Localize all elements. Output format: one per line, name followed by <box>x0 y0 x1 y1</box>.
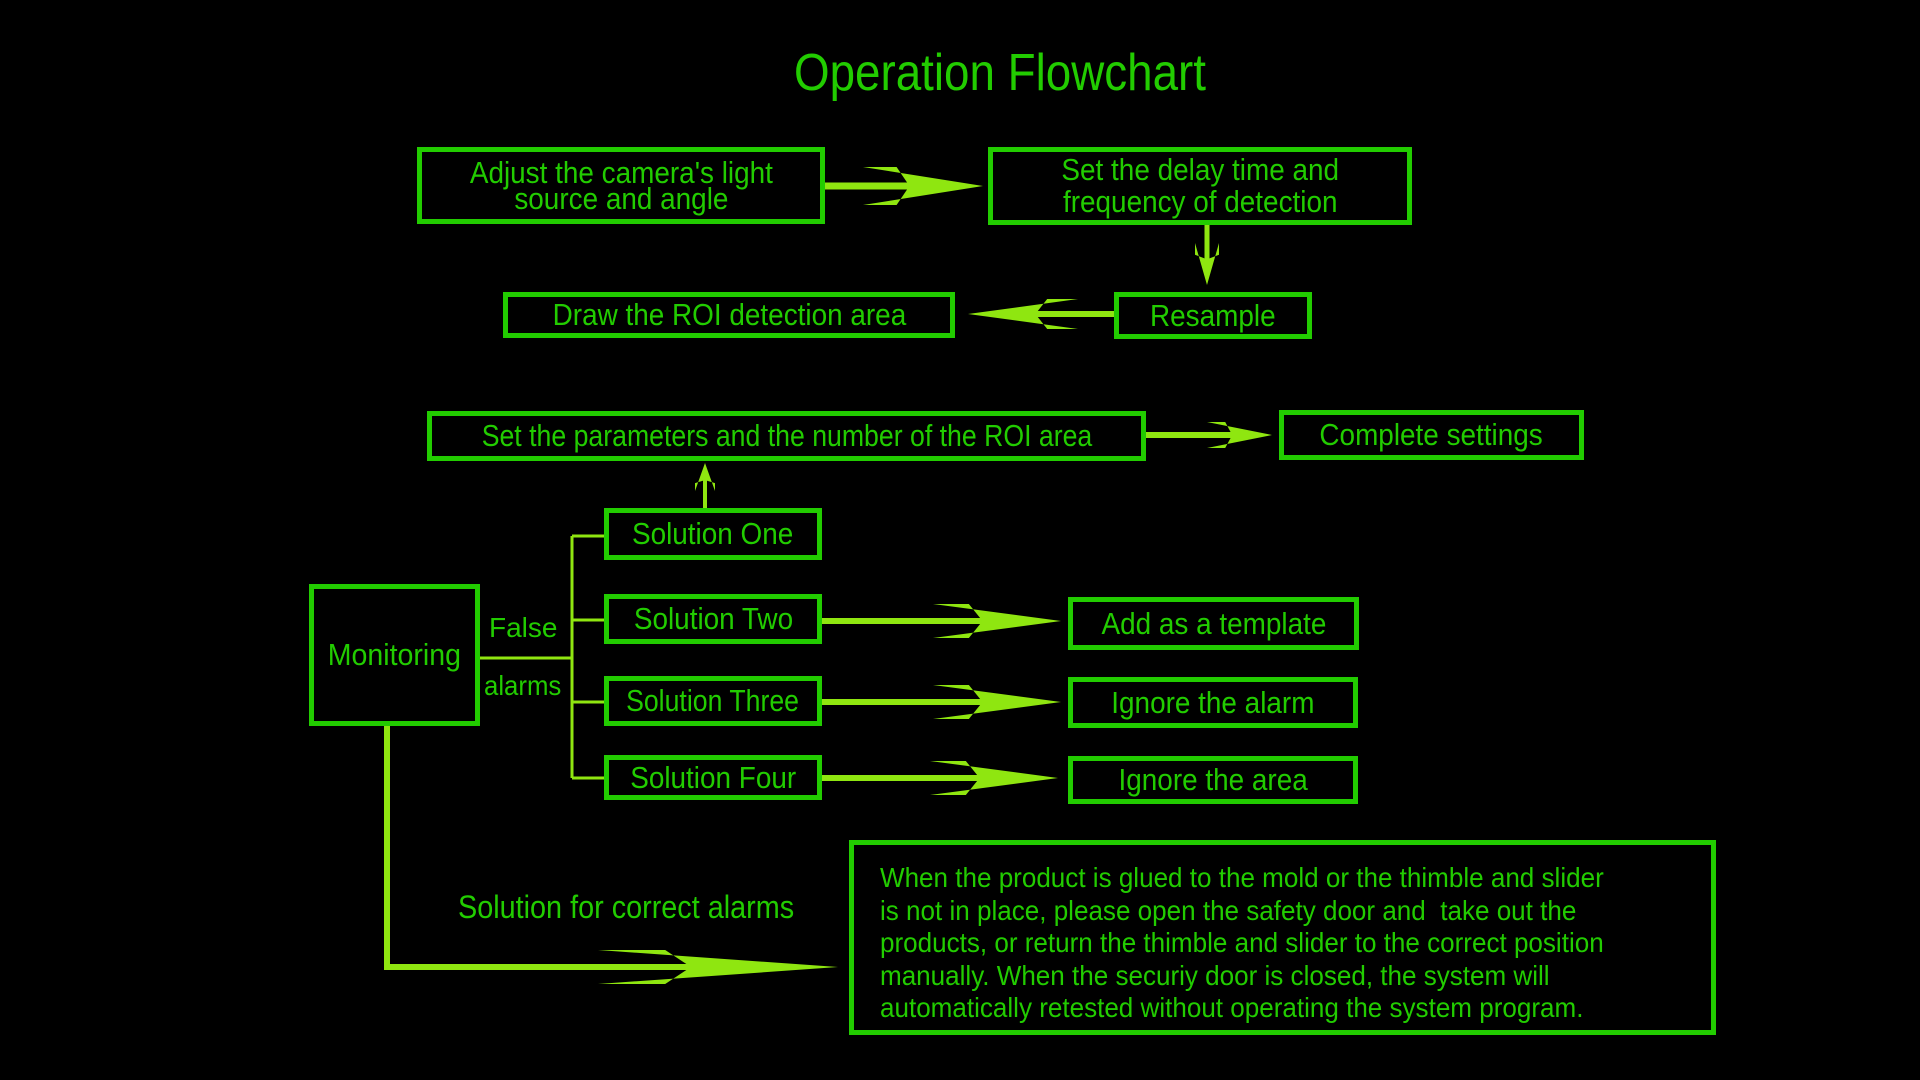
node-solution-one: Solution One <box>604 508 822 560</box>
arrow-solution-two-to-template-head-icon <box>933 604 1061 638</box>
arrow-solution-four-to-ignore-area-head-icon <box>930 761 1058 795</box>
edge-label-false: False <box>489 612 558 643</box>
node-solution-two: Solution Two <box>604 594 822 644</box>
node-set-parameters-label: Set the parameters and the number of the… <box>481 418 1092 453</box>
node-complete-settings: Complete settings <box>1279 410 1584 460</box>
edge-label-alarms: alarms <box>484 670 562 701</box>
node-monitoring-label: Monitoring <box>327 637 462 672</box>
node-correct-alarm-instructions: When the product is glued to the mold or… <box>849 840 1716 1035</box>
instructions-line-2: is not in place, please open the safety … <box>880 894 1577 926</box>
node-solution-three-label: Solution Three <box>626 683 800 718</box>
node-solution-four-label: Solution Four <box>630 759 796 795</box>
node-solution-four: Solution Four <box>604 755 822 800</box>
node-set-delay: Set the delay time and frequency of dete… <box>988 147 1412 225</box>
node-solution-two-label: Solution Two <box>633 601 793 636</box>
node-complete-settings-label: Complete settings <box>1319 417 1544 452</box>
node-draw-roi-label: Draw the ROI detection area <box>552 297 906 332</box>
node-adjust-camera-line-1: Adjust the camera's light <box>469 154 773 190</box>
arrow-solution-one-to-parameters-head-icon <box>695 463 715 491</box>
node-resample: Resample <box>1114 292 1312 339</box>
node-set-delay-line-1: Set the delay time and <box>1061 152 1339 187</box>
node-adjust-camera: Adjust the camera's light source and ang… <box>417 147 825 224</box>
instructions-line-3: products, or return the thimble and slid… <box>880 927 1604 958</box>
node-ignore-alarm-label: Ignore the alarm <box>1111 684 1315 720</box>
node-set-parameters: Set the parameters and the number of the… <box>427 411 1146 461</box>
arrow-adjust-to-delay-head-icon <box>863 167 983 205</box>
node-add-template-label: Add as a template <box>1101 605 1326 641</box>
node-ignore-area: Ignore the area <box>1068 756 1358 804</box>
node-adjust-camera-line-2: source and angle <box>513 180 729 216</box>
instructions-line-4: manually. When the securiy door is close… <box>880 959 1550 991</box>
arrow-solution-three-to-ignore-alarm-head-icon <box>933 685 1061 719</box>
instructions-line-1: When the product is glued to the mold or… <box>880 862 1604 893</box>
page-title: Operation Flowchart <box>793 44 1207 102</box>
node-solution-one-label: Solution One <box>632 516 794 551</box>
arrow-delay-to-resample-head-icon <box>1195 243 1219 285</box>
node-solution-three: Solution Three <box>604 676 822 726</box>
node-draw-roi: Draw the ROI detection area <box>503 292 955 338</box>
node-add-template: Add as a template <box>1068 597 1359 650</box>
connector-correct-alarms-vertical <box>384 726 620 970</box>
arrow-parameters-to-complete-head-icon <box>1207 422 1272 448</box>
node-monitoring: Monitoring <box>309 584 480 726</box>
instructions-line-5: automatically retested without operating… <box>880 992 1584 1023</box>
node-set-delay-line-2: frequency of detection <box>1062 184 1338 219</box>
arrow-resample-to-draw-roi-head-icon <box>968 299 1078 329</box>
node-ignore-area-label: Ignore the area <box>1118 762 1308 797</box>
arrow-correct-alarms-head-icon <box>598 950 838 984</box>
node-ignore-alarm: Ignore the alarm <box>1068 677 1358 728</box>
edge-label-correct-alarms: Solution for correct alarms <box>458 889 795 925</box>
node-resample-label: Resample <box>1150 297 1276 333</box>
